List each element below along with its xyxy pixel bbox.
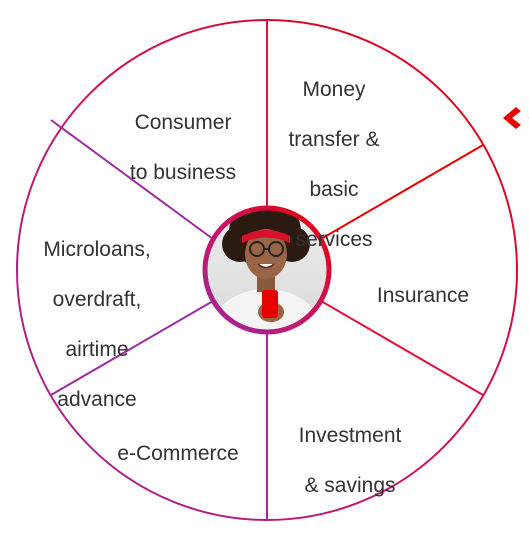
segment-label-money-transfer: Money transfer & basic services [288, 78, 380, 251]
divider-upper-right [320, 144, 484, 240]
segment-label-consumer-to-business: Consumer to business [129, 111, 237, 184]
vodafone-chevron-icon [503, 107, 529, 129]
segment-label-investment: Investment & savings [298, 424, 402, 497]
divider-upper-left [50, 119, 214, 240]
segment-label-microloans: Microloans, overdraft, airtime advance [43, 238, 151, 411]
wheel-dividers [50, 20, 484, 520]
center-avatar-ring [202, 205, 332, 335]
segment-label-insurance: Insurance [376, 284, 470, 307]
center-avatar [205, 208, 329, 332]
divider-lower-right [320, 300, 484, 396]
divider-lower-left [50, 300, 214, 396]
segment-label-ecommerce: e-Commerce [117, 442, 239, 465]
phone-icon [262, 290, 278, 318]
